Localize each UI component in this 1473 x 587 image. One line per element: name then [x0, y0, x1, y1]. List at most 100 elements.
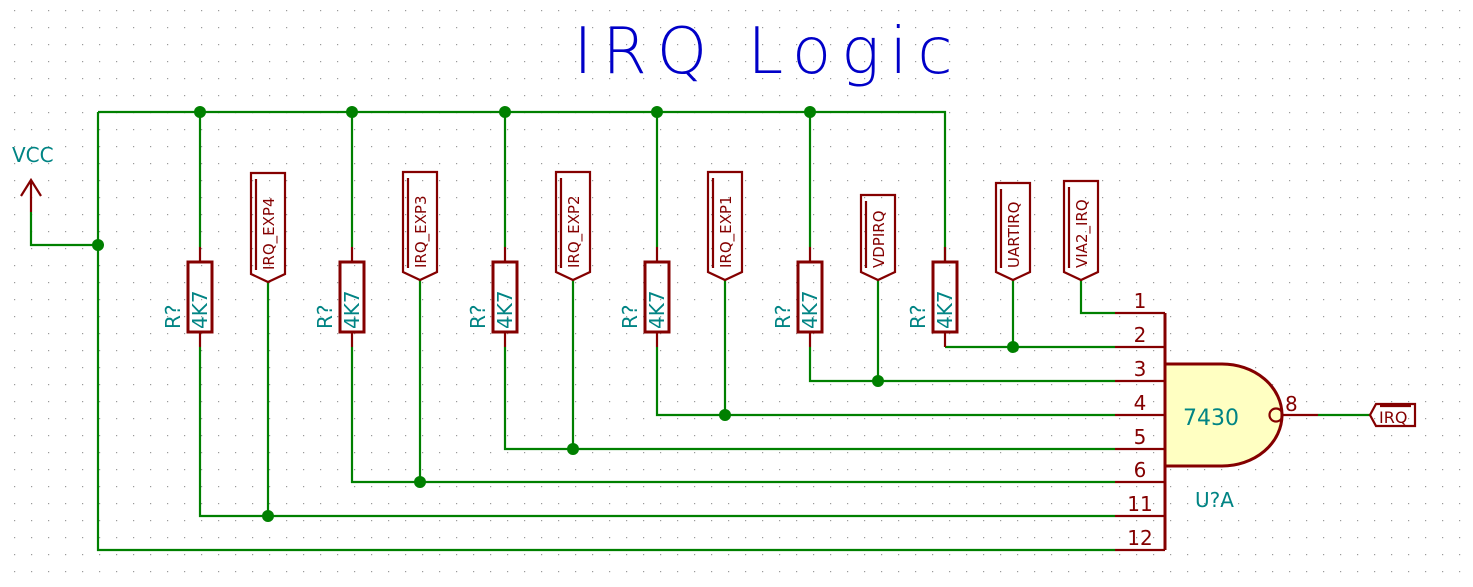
input-label[interactable]: VIA2_IRQ	[1062, 179, 1100, 282]
input-label[interactable]: IRQ_EXP4	[249, 171, 287, 284]
grid-dot	[201, 282, 203, 284]
grid-dot	[1051, 231, 1053, 233]
input-label[interactable]: IRQ_EXP3	[401, 170, 439, 282]
grid-dot	[1119, 61, 1121, 63]
wire-top-bus[interactable]	[98, 110, 947, 262]
grid-dot	[269, 248, 271, 250]
grid-dot	[388, 27, 390, 29]
grid-dot	[745, 350, 747, 352]
grid-dot	[864, 180, 866, 182]
grid-dot	[847, 452, 849, 454]
gate-input-pin[interactable]: 5	[1115, 425, 1165, 451]
grid-dot	[337, 10, 339, 12]
grid-dot	[762, 61, 764, 63]
wire-vcc-rail-pin12[interactable]	[96, 112, 1115, 552]
grid-dot	[337, 350, 339, 352]
grid-dot	[609, 146, 611, 148]
grid-dot	[184, 469, 186, 471]
input-label[interactable]: UARTIRQ	[994, 181, 1032, 282]
grid-dot	[643, 503, 645, 505]
grid-dot	[354, 44, 356, 46]
grid-dot	[677, 214, 679, 216]
wire-pin11[interactable]	[198, 347, 1115, 518]
grid-dot	[558, 299, 560, 301]
wire-pin3[interactable]	[808, 347, 1115, 383]
grid-dot	[932, 571, 934, 573]
grid-dot	[1136, 554, 1138, 556]
grid-dot	[1085, 265, 1087, 267]
wire-pin4[interactable]	[655, 347, 1115, 417]
grid-dot	[269, 265, 271, 267]
grid-dot	[405, 282, 407, 284]
grid-dot	[490, 95, 492, 97]
grid-dot	[762, 27, 764, 29]
grid-dot	[541, 401, 543, 403]
grid-dot	[1459, 452, 1461, 454]
gate-input-pin[interactable]: 11	[1115, 492, 1165, 518]
grid-dot	[1357, 418, 1359, 420]
grid-dot	[1391, 44, 1393, 46]
grid-dot	[354, 129, 356, 131]
grid-dot	[48, 197, 50, 199]
wire-pin5[interactable]	[503, 347, 1115, 451]
grid-dot	[116, 571, 118, 573]
grid-dot	[82, 333, 84, 335]
wire-pin6[interactable]	[350, 347, 1115, 484]
grid-dot	[660, 384, 662, 386]
gate-input-pin[interactable]: 12	[1115, 526, 1165, 552]
grid-dot	[82, 27, 84, 29]
grid-dot	[711, 299, 713, 301]
grid-dot	[1374, 44, 1376, 46]
grid-dot	[507, 486, 509, 488]
grid-dot	[881, 503, 883, 505]
grid-dot	[65, 486, 67, 488]
gate-input-pin[interactable]: 1	[1115, 289, 1165, 315]
wire-label-via2irq[interactable]	[1079, 280, 1115, 315]
grid-dot	[1000, 384, 1002, 386]
grid-dot	[575, 10, 577, 12]
grid-dot	[966, 231, 968, 233]
grid-dot	[473, 146, 475, 148]
grid-dot	[847, 299, 849, 301]
grid-dot	[949, 231, 951, 233]
grid-dot	[167, 231, 169, 233]
gate-input-pin[interactable]: 6	[1115, 458, 1165, 484]
gate-input-pin[interactable]: 4	[1115, 391, 1165, 417]
grid-dot	[48, 554, 50, 556]
output-label-irq[interactable]: IRQ	[1368, 402, 1417, 428]
grid-dot	[1289, 78, 1291, 80]
resistor-reference: R?	[771, 304, 795, 329]
grid-dot	[575, 231, 577, 233]
grid-dot	[983, 537, 985, 539]
grid-dot	[31, 129, 33, 131]
grid-dot	[1085, 129, 1087, 131]
grid-dot	[1238, 231, 1240, 233]
grid-dot	[1017, 112, 1019, 114]
grid-dot	[1459, 571, 1461, 573]
grid-dot	[1000, 537, 1002, 539]
gate-input-pin[interactable]: 3	[1115, 357, 1165, 383]
grid-dot	[1187, 146, 1189, 148]
grid-dot	[371, 265, 373, 267]
gate-input-pin[interactable]: 2	[1115, 323, 1165, 349]
vcc-power-symbol[interactable]: VCC	[12, 143, 54, 212]
input-label[interactable]: IRQ_EXP2	[554, 170, 592, 282]
grid-dot	[269, 435, 271, 437]
input-label[interactable]: VDPIRQ	[859, 193, 897, 282]
grid-dot	[167, 401, 169, 403]
grid-dot	[915, 129, 917, 131]
grid-dot	[1255, 44, 1257, 46]
grid-dot	[762, 486, 764, 488]
grid-dot	[82, 537, 84, 539]
grid-dot	[626, 503, 628, 505]
wire-vcc-feed[interactable]	[29, 212, 98, 247]
input-label[interactable]: IRQ_EXP1	[706, 170, 744, 282]
